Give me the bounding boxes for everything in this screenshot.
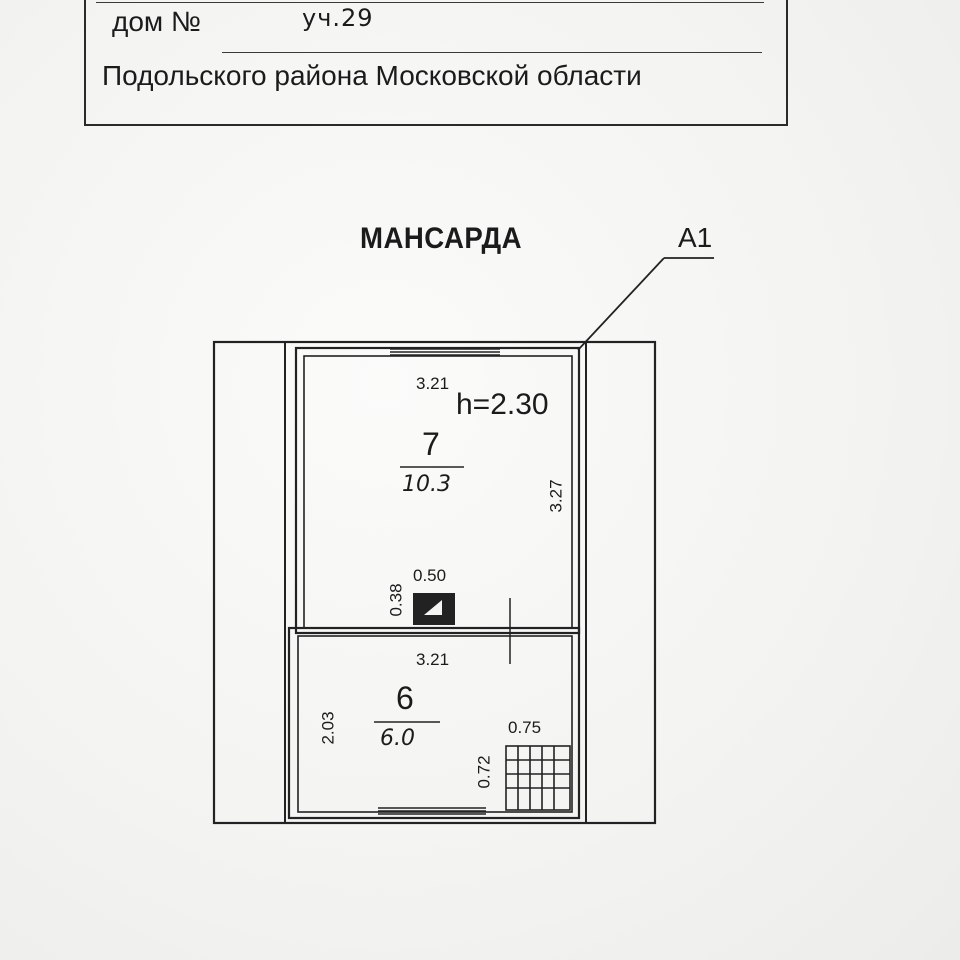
room-7-height: h=2.30: [456, 388, 549, 421]
section-leader-line: [577, 257, 665, 351]
room-7-area: 10.3: [402, 472, 451, 497]
room-6-width-dim: 3.21: [416, 650, 450, 669]
header-box: дом № уч.29 Подольского района Московско…: [84, 0, 788, 126]
stair-width-dim: 0.75: [508, 718, 542, 737]
room-6-area: 6.0: [380, 726, 415, 751]
roof-outline: [212, 340, 657, 825]
room-7-length-dim: 3.27: [546, 479, 566, 513]
house-number-value: уч.29: [302, 4, 374, 32]
bottom-window: [378, 807, 486, 815]
section-mark-label: А1: [678, 222, 713, 253]
top-window: [390, 348, 500, 356]
house-number-rule: [222, 52, 762, 53]
room-6-inner-wall: [297, 635, 573, 813]
room-7-width-dim: 3.21: [416, 374, 450, 393]
chimney-symbol: [413, 593, 455, 625]
plan-title: МАНСАРДА: [360, 222, 522, 255]
room-6-number: 6: [396, 680, 414, 716]
chimney-depth-dim: 0.38: [386, 583, 406, 617]
stair-depth-dim: 0.72: [474, 755, 494, 789]
district-text: Подольского района Московской области: [102, 60, 642, 91]
room-6-length-dim: 2.03: [318, 711, 338, 745]
room-7-number: 7: [422, 426, 440, 462]
room-6-outer-wall: [287, 626, 581, 820]
room-7-outer-wall: [294, 346, 581, 635]
stair-symbol: [505, 745, 571, 811]
house-number-label: дом №: [112, 6, 201, 37]
header-top-rule: [96, 2, 764, 3]
chimney-width-dim: 0.50: [413, 566, 447, 585]
